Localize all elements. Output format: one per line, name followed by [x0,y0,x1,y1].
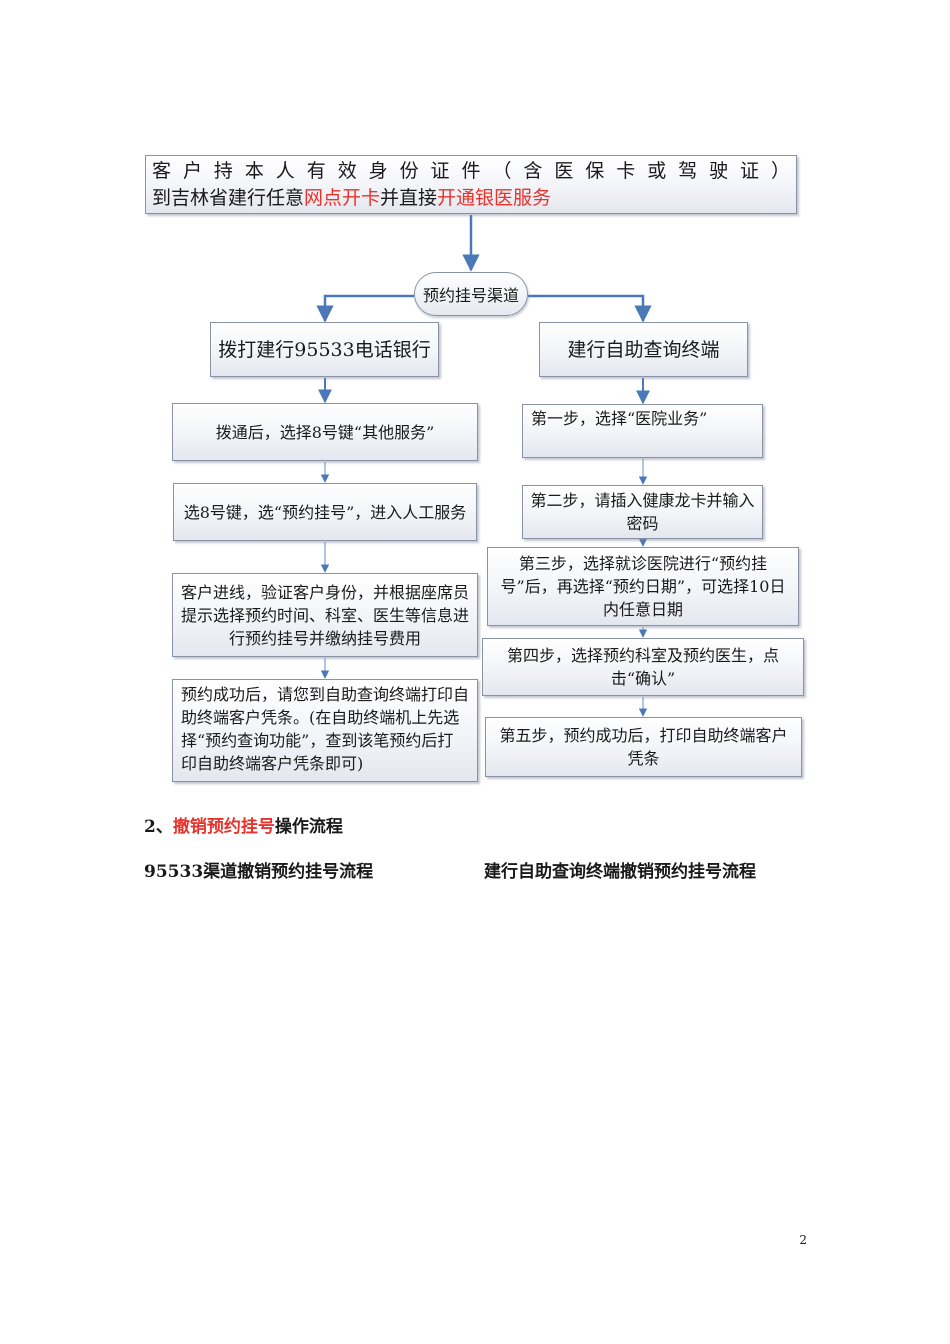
section-number: 2、 [144,817,173,837]
terminal-step-4: 第四步，选择预约科室及预约医生，点击“确认” [482,638,804,696]
start-line-1: 客户持本人有效身份证件（含医保卡或驾驶证） [152,160,790,182]
start-line-2: 到吉林省建行任意网点开卡并直接开通银医服务 [152,185,790,212]
arrow-channel-to-terminal [528,294,652,323]
section-rest: 操作流程 [274,817,343,837]
section-heading: 2、撤销预约挂号操作流程 [144,812,343,837]
terminal-step-2: 第二步，请插入健康龙卡并输入密码 [522,485,763,539]
highlight-open-service: 开通银医服务 [437,187,552,209]
start-line-2-text-b: 并直接 [380,187,438,209]
arrow-channel-to-phone [316,294,414,323]
terminal-step-5: 第五步，预约成功后，打印自助终端客户凭条 [485,717,802,777]
channel-decision-node: 预约挂号渠道 [414,272,528,316]
highlight-open-card: 网点开卡 [304,187,381,209]
phone-step-4: 预约成功后，请您到自助查询终端打印自助终端客户凭条。(在自助终端机上先选择“预约… [172,679,478,782]
phone-step-2: 选8号键，选“预约挂号”，进入人工服务 [173,483,477,541]
section-highlight: 撤销预约挂号 [172,817,275,837]
phone-step-3: 客户进线，验证客户身份，并根据座席员提示选择预约时间、科室、医生等信息进行预约挂… [172,573,478,657]
flow-start-box: 客户持本人有效身份证件（含医保卡或驾驶证） 到吉林省建行任意网点开卡并直接开通银… [145,155,797,214]
phone-step-1: 拨通后，选择8号键“其他服务” [172,403,478,461]
phone-branch-title: 拨打建行95533电话银行 [210,322,439,377]
subheading-terminal-cancel: 建行自助查询终端撤销预约挂号流程 [484,862,756,882]
terminal-step-1: 第一步，选择“医院业务” [522,404,763,458]
terminal-step-3: 第三步，选择就诊医院进行“预约挂号”后，再选择“预约日期”，可选择10日内任意日… [487,547,799,626]
subheading-phone-cancel: 95533渠道撤销预约挂号流程 [144,862,374,882]
start-line-2-text-a: 到吉林省建行任意 [152,187,305,209]
page-number: 2 [799,1233,807,1247]
terminal-branch-title: 建行自助查询终端 [539,322,748,377]
